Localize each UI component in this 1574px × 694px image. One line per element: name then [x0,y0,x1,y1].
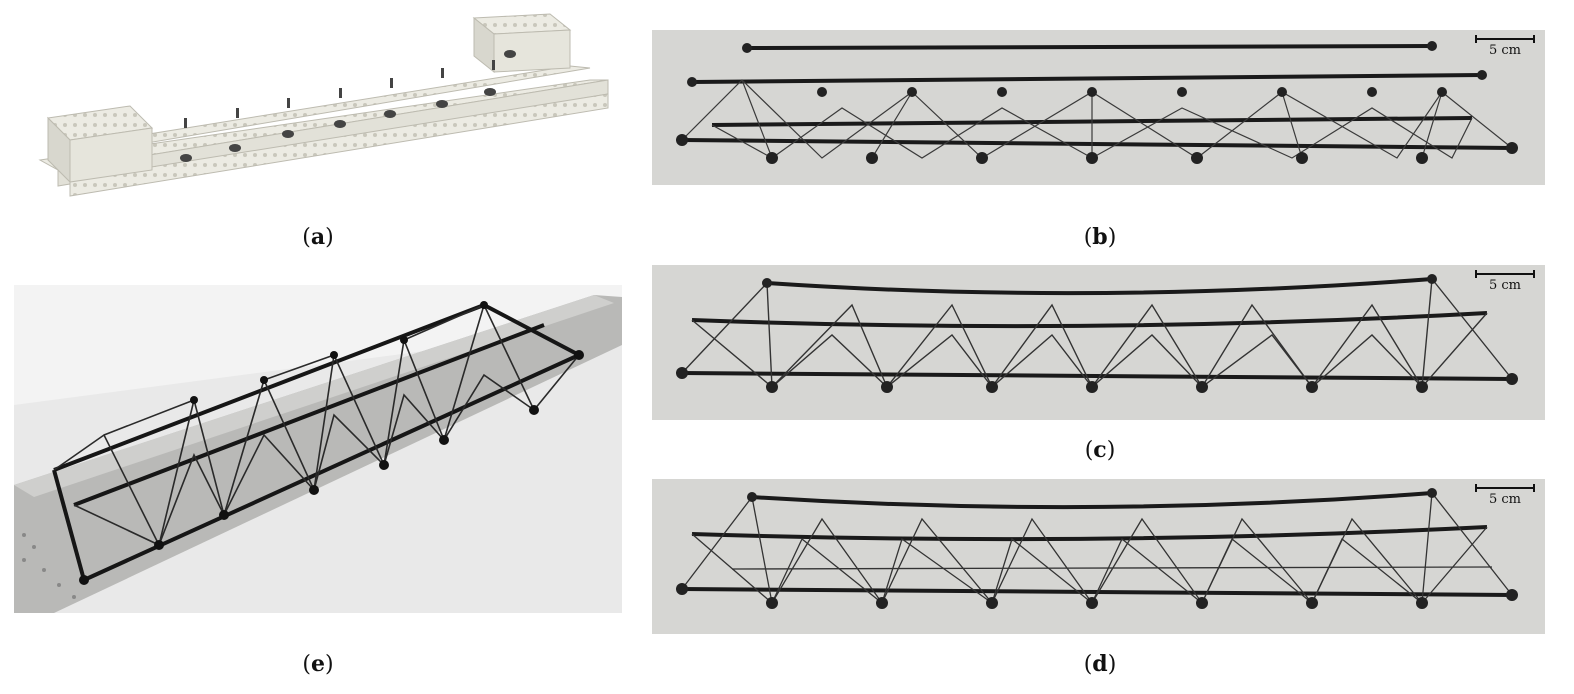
panel-d-image: 5 cm [652,479,1545,634]
scale-bar-d: 5 cm [1475,484,1535,507]
label-open-paren: ( [1083,225,1093,250]
panel-e-label: (e) [278,651,358,677]
cad-mold-render [38,13,609,197]
label-close-paren: ) [1107,652,1117,677]
label-close-paren: ) [325,225,334,250]
label-close-paren: ) [1107,225,1117,250]
label-open-paren: ( [1083,652,1093,677]
panel-a-image [30,10,620,200]
panel-c-image: 5 cm [652,265,1545,420]
panel-b-label: (b) [1060,224,1140,250]
panel-a-label: (a) [278,224,358,250]
label-open-paren: ( [302,225,311,250]
label-letter: e [311,651,325,677]
scale-bar-b: 5 cm [1475,35,1535,58]
scale-label: 5 cm [1488,278,1521,293]
scale-label: 5 cm [1488,492,1521,507]
scale-bar-c: 5 cm [1475,270,1535,293]
label-close-paren: ) [1106,438,1116,463]
panel-c-label: (c) [1060,437,1140,463]
truss-photo-d [652,479,1545,634]
label-letter: c [1093,437,1107,463]
label-letter: b [1092,224,1108,250]
panel-b-image: 5 cm [652,30,1545,185]
scale-label: 5 cm [1488,43,1521,58]
panel-e-image [14,285,622,613]
label-letter: d [1092,651,1108,677]
label-close-paren: ) [325,652,334,677]
panel-d-label: (d) [1060,651,1140,677]
label-letter: a [310,224,326,250]
truss-on-plate-photo [14,285,622,613]
label-open-paren: ( [302,652,311,677]
truss-photo-b [652,30,1545,185]
label-open-paren: ( [1084,438,1094,463]
truss-photo-c [652,265,1545,420]
